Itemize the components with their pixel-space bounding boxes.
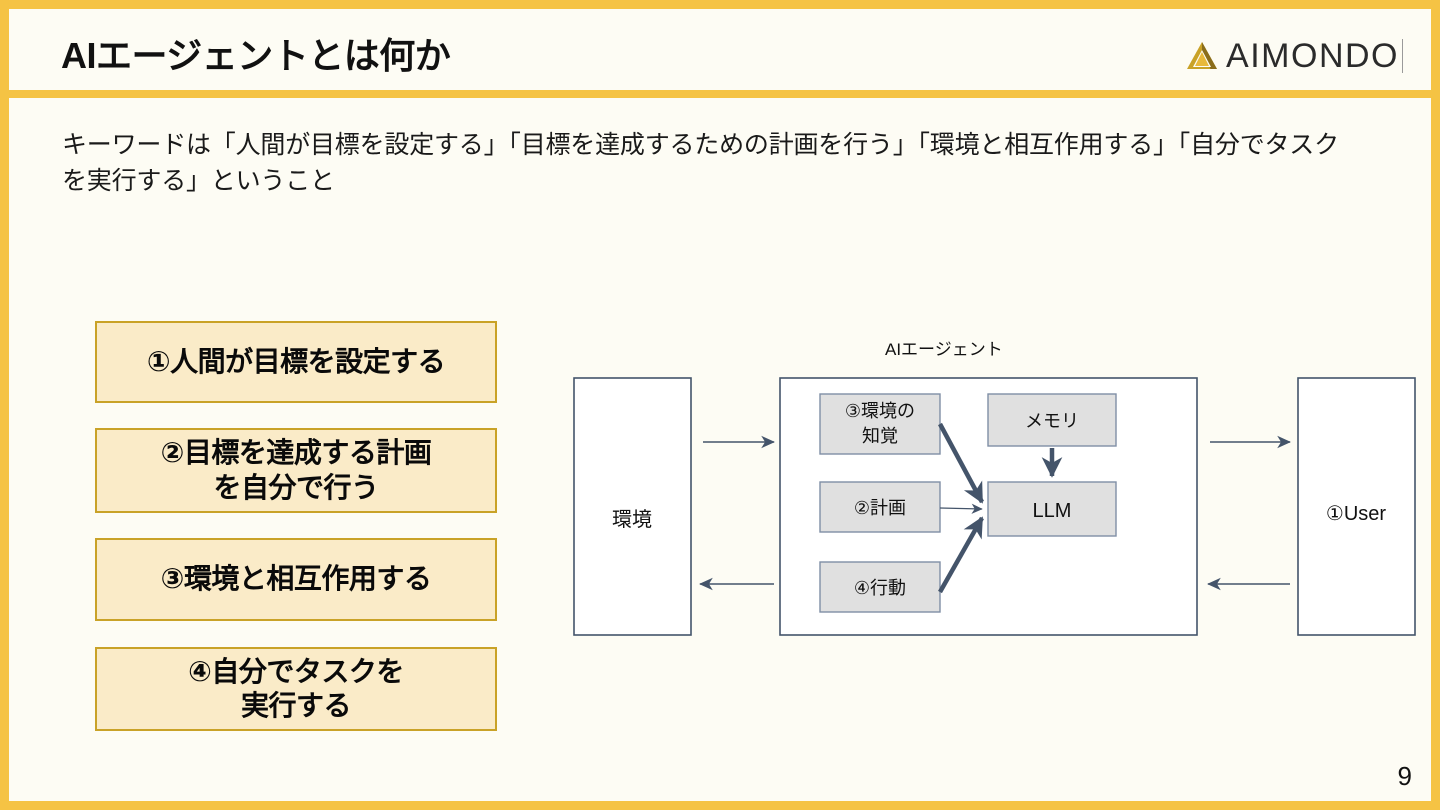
title-band: AIエージェントとは何か AIMONDO (9, 9, 1431, 90)
frame-left-border (0, 0, 9, 810)
step-box-1: ①人間が目標を設定する (95, 321, 497, 403)
action-box (819, 561, 941, 613)
lead-paragraph: キーワードは「人間が目標を設定する」「目標を達成するための計画を行う」「環境と相… (62, 131, 1339, 195)
aimondo-triangle-logo-icon (1187, 42, 1218, 69)
frame-bottom-border (0, 801, 1440, 810)
page-number: 9 (1397, 761, 1412, 791)
step-box-4-label: ④自分でタスクを実行する (188, 655, 404, 721)
logo-wordmark: AIMONDO (1226, 39, 1403, 73)
title-divider (9, 90, 1431, 98)
arrow-perception-to-llm (938, 422, 984, 504)
environment-box (573, 377, 692, 636)
llm-label: LLM (1033, 500, 1072, 522)
memory-box (987, 393, 1117, 447)
step-box-2-label: ②目標を達成する計画を自分で行う (160, 437, 432, 503)
step-box-1-label: ①人間が目標を設定する (146, 345, 446, 377)
diagram-svg: AIエージェント 環境 ③環境の 知覚 ②計画 ④行動 メモリ LLM (573, 340, 1416, 636)
environment-label: 環境 (612, 508, 652, 531)
plan-box (819, 481, 941, 533)
perception-label-line2: 知覚 (862, 426, 898, 446)
ai-agent-architecture-diagram: AIエージェント 環境 ③環境の 知覚 ②計画 ④行動 メモリ LLM (540, 330, 1430, 660)
step-box-3-label: ③環境と相互作用する (160, 563, 432, 595)
diagram-caption: AIエージェント (885, 340, 1003, 359)
step-box-4: ④自分でタスクを実行する (95, 647, 497, 731)
frame-right-border (1431, 0, 1440, 810)
arrow-action-to-llm (938, 516, 984, 594)
user-label: ①User (1326, 503, 1386, 525)
perception-label-line1: ③環境の (845, 401, 915, 421)
page-title: AIエージェントとは何か (61, 35, 451, 76)
step-box-3: ③環境と相互作用する (95, 538, 497, 621)
brand-logo: AIMONDO (1185, 35, 1403, 77)
user-box (1297, 377, 1416, 636)
frame-top-border (0, 0, 1440, 9)
llm-box (987, 481, 1117, 537)
plan-label: ②計画 (854, 498, 906, 518)
step-box-2: ②目標を達成する計画を自分で行う (95, 428, 497, 513)
arrow-plan-to-llm (939, 503, 983, 514)
action-label: ④行動 (854, 578, 906, 598)
memory-label: メモリ (1025, 411, 1079, 431)
perception-box (819, 393, 941, 455)
